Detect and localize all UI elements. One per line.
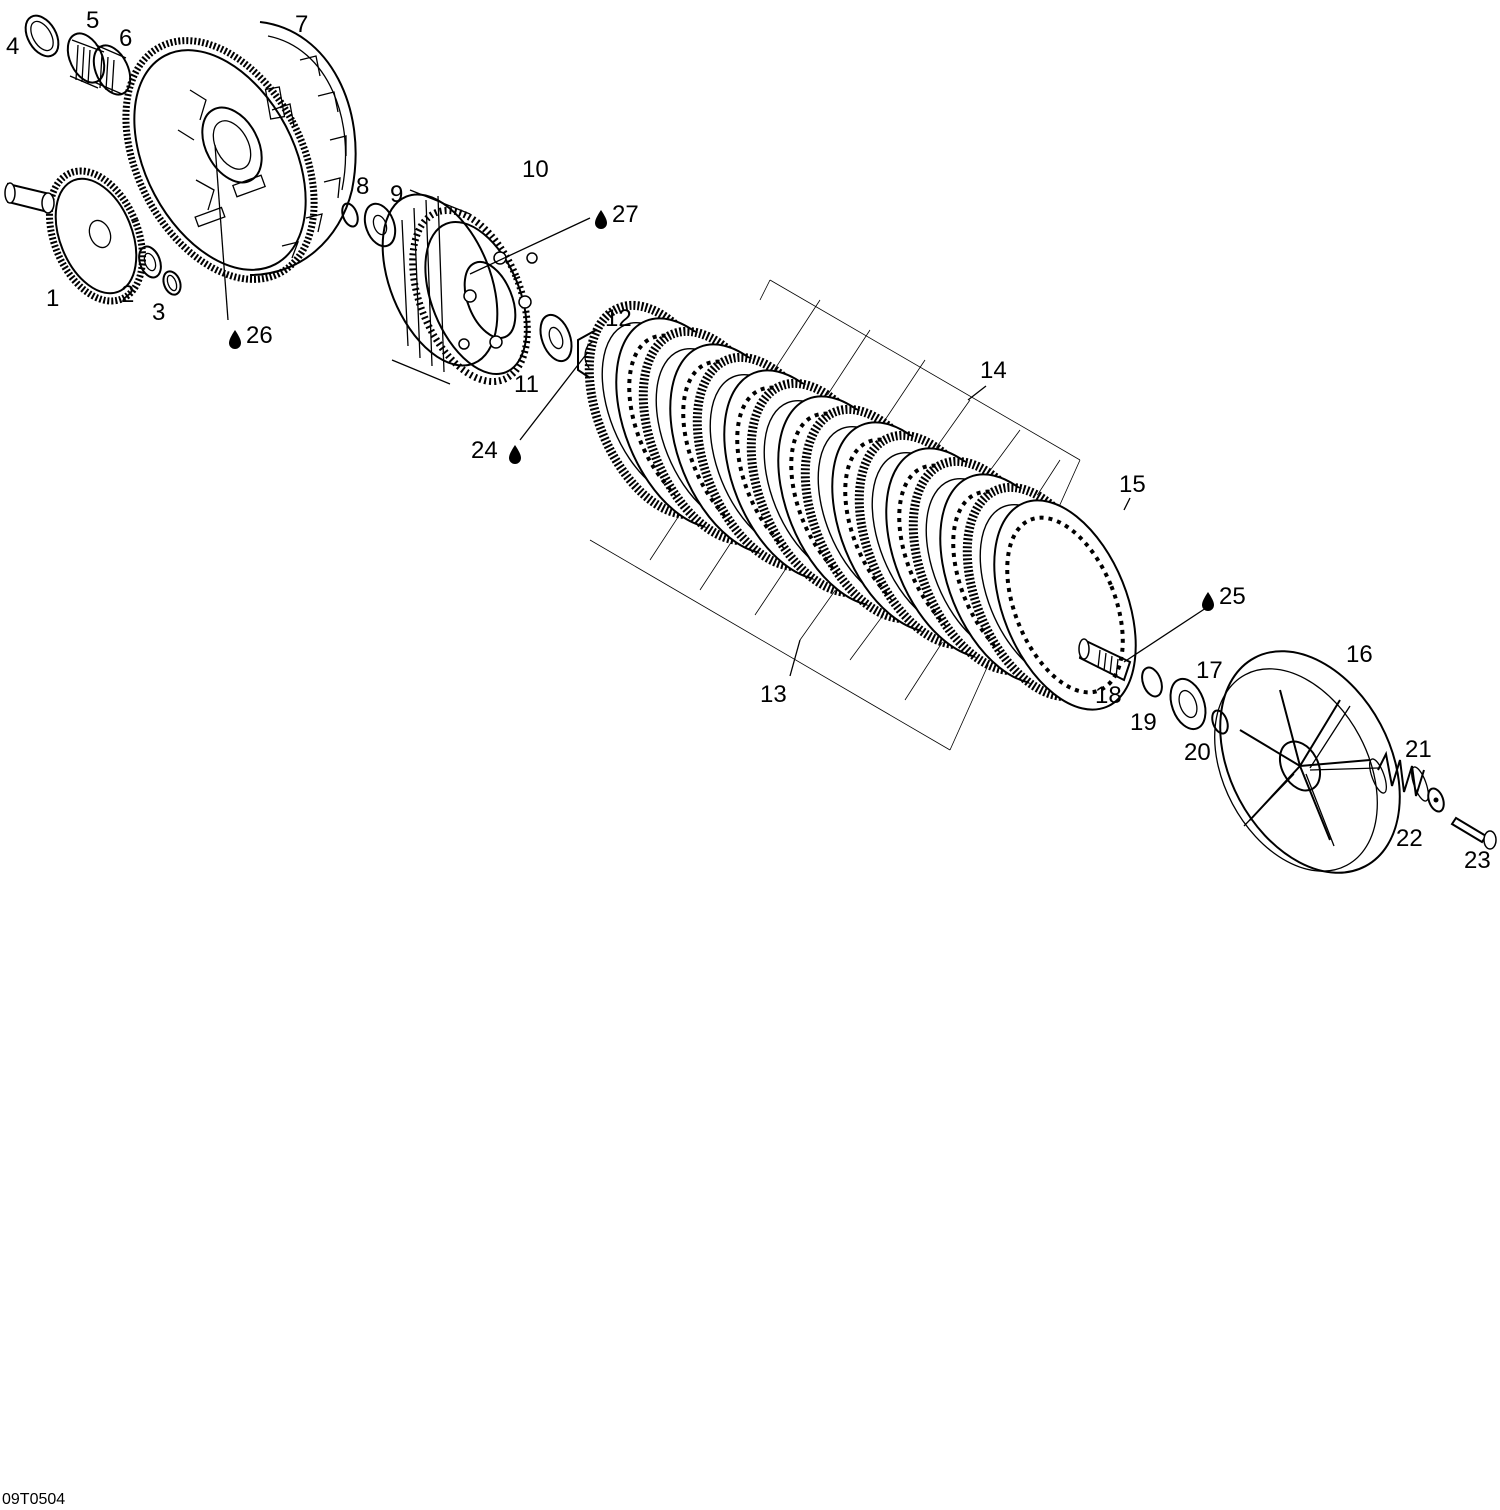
needle-bearing-part xyxy=(66,32,132,96)
plate-inner-edge xyxy=(1005,515,1125,695)
lubricant-drop-icon xyxy=(1202,592,1214,611)
clutch-housing-part xyxy=(122,21,357,283)
callout-14: 14 xyxy=(980,357,1007,384)
lubricant-drop-icon xyxy=(509,445,521,464)
callout-10: 10 xyxy=(522,156,549,183)
callout-20: 20 xyxy=(1184,739,1211,766)
circlip-part xyxy=(162,270,182,296)
callout-19: 19 xyxy=(1130,709,1157,736)
callout-4: 4 xyxy=(6,33,19,60)
lubricant-drop-icon xyxy=(595,210,607,229)
spacer-part xyxy=(341,202,359,228)
callout-18: 18 xyxy=(1095,682,1122,709)
callout-26: 26 xyxy=(246,322,273,349)
pressure-plate-part xyxy=(1214,650,1401,874)
thrust-washer-part xyxy=(24,14,60,58)
bearing-washer-part xyxy=(1141,666,1163,698)
lock-washer-part xyxy=(539,313,573,363)
clutch-plate-stack xyxy=(584,300,1137,711)
callout-17: 17 xyxy=(1196,657,1223,684)
callout-9: 9 xyxy=(390,181,403,208)
callout-8: 8 xyxy=(356,173,369,200)
callout-7: 7 xyxy=(295,11,308,38)
callout-3: 3 xyxy=(152,299,165,326)
steel-plate xyxy=(993,499,1137,711)
callout-6: 6 xyxy=(119,25,132,52)
callout-25: 25 xyxy=(1219,583,1246,610)
callout-1: 1 xyxy=(46,285,59,312)
callout-16: 16 xyxy=(1346,641,1373,668)
callout-13: 13 xyxy=(760,681,787,708)
callout-5: 5 xyxy=(86,7,99,34)
pushrod-part xyxy=(1078,638,1132,682)
callout-15: 15 xyxy=(1119,471,1146,498)
callout-labels: 1 2 3 4 5 6 7 8 9 10 11 12 13 14 15 16 1… xyxy=(6,7,1491,874)
callout-2: 2 xyxy=(121,281,134,308)
release-bearing-part xyxy=(1169,677,1207,731)
clutch-spring-part xyxy=(1369,750,1429,802)
callout-23: 23 xyxy=(1464,847,1491,874)
spring-washer-part xyxy=(1427,787,1445,813)
callout-22: 22 xyxy=(1396,825,1423,852)
callout-11: 11 xyxy=(514,371,539,398)
callout-24: 24 xyxy=(471,437,498,464)
lubricant-drop-icon xyxy=(229,330,241,349)
callout-27: 27 xyxy=(612,201,639,228)
drawing-code: 09T0504 xyxy=(2,1491,65,1508)
leader-lines xyxy=(214,144,1207,677)
washer-part xyxy=(138,245,162,279)
callout-21: 21 xyxy=(1405,736,1432,763)
primary-gear-part xyxy=(4,167,147,305)
spring-bolt-part xyxy=(1450,816,1497,850)
callout-12: 12 xyxy=(605,305,632,332)
retaining-ring-part xyxy=(1211,709,1229,735)
